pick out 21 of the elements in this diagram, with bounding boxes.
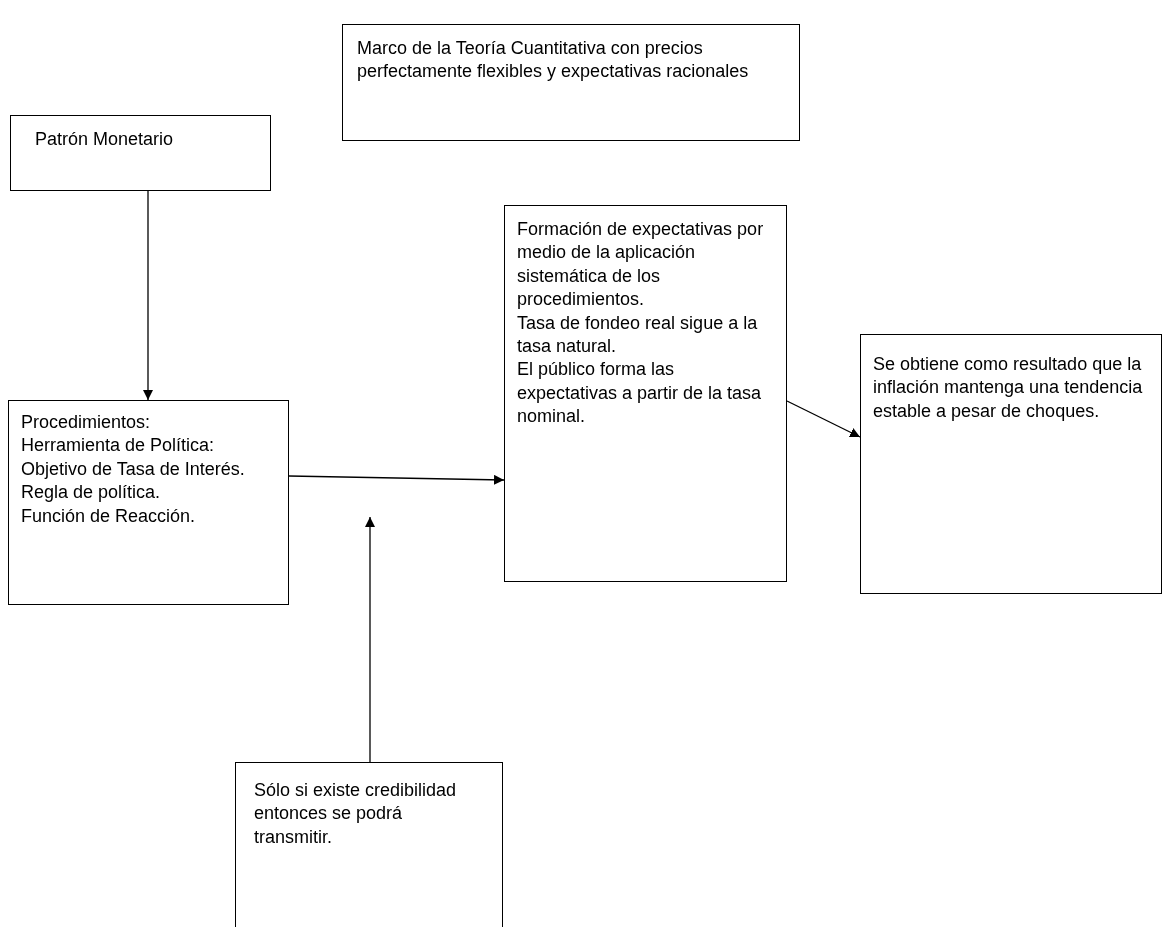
box-text: Regla de política.	[21, 481, 162, 505]
box-text: Función de Reacción.	[21, 504, 197, 528]
box-text: Marco de la Teoría Cuantitativa con precios perfectamente flexibles y expectativas racionales	[357, 37, 750, 84]
arrow	[143, 190, 153, 401]
text-box	[342, 24, 800, 141]
text-box	[8, 400, 289, 605]
box-text: Se obtiene como resultado que la inflación mantenga una tendencia estable a pesar de choques.	[873, 353, 1144, 423]
arrow	[786, 400, 861, 438]
arrow	[288, 474, 505, 485]
box-text: Tasa de fondeo real sigue a la tasa natural.	[517, 311, 759, 358]
box-text: Sólo si existe credibilidad entonces se podrá transmitir.	[254, 779, 458, 849]
text-box	[504, 205, 787, 582]
arrow	[365, 516, 375, 763]
text-box	[860, 334, 1162, 594]
text-box	[235, 762, 503, 927]
box-text: Procedimientos:	[21, 411, 152, 434]
box-text: El público forma las expectativas a partir de la tasa nominal.	[517, 358, 763, 429]
box-text: Herramienta de Política: Objetivo de Tasa de Interés.	[21, 434, 246, 481]
box-text: Patrón Monetario	[35, 128, 175, 151]
text-box	[10, 115, 271, 191]
box-text: Formación de expectativas por medio de la aplicación sistemática de los procedimientos.	[517, 218, 765, 312]
